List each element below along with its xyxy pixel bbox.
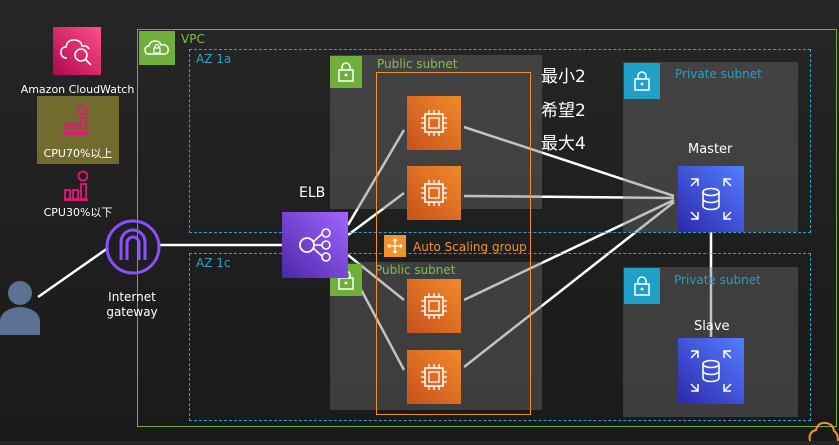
az-1a-label: AZ 1a <box>196 52 232 66</box>
vpc-cloud-lock-icon <box>139 31 175 65</box>
corner-logo-icon <box>806 418 839 442</box>
ec2-3-master-line <box>463 198 675 302</box>
az-1c-label: AZ 1c <box>196 256 231 270</box>
ec2-instance-icon <box>407 279 461 333</box>
public-subnet-1-label: Public subnet <box>377 57 458 71</box>
internet-gateway-icon <box>104 218 162 276</box>
private-subnet-lock-icon <box>624 63 660 99</box>
ec2-instance-icon <box>407 350 461 404</box>
rds-database-icon <box>678 166 744 232</box>
ec2-instance-icon <box>407 96 461 150</box>
user-igw-line <box>37 246 109 299</box>
elb-icon <box>282 212 348 278</box>
capacity-max: 最大4 <box>541 134 586 154</box>
auto-scaling-group-label: Auto Scaling group <box>413 240 527 254</box>
public-subnet-2-label: Public subnet <box>375 263 456 277</box>
public-subnet-lock-icon <box>330 56 362 88</box>
alarm-low-label: CPU30%以下 <box>43 206 113 219</box>
igw-label-line1: Internet <box>108 290 156 304</box>
cloudwatch-label: Amazon CloudWatch <box>20 83 135 96</box>
auto-scaling-icon <box>384 235 406 257</box>
cloudwatch-icon <box>53 27 101 75</box>
ec2-instance-icon <box>407 166 461 220</box>
alarm-high-label: CPU70%以上 <box>43 147 113 160</box>
vpc-label: VPC <box>181 32 205 46</box>
az-1c-box <box>189 253 811 421</box>
ec2-2-master-line <box>463 194 675 200</box>
master-label: Master <box>688 142 733 157</box>
rds-database-icon <box>678 338 744 404</box>
auto-scaling-group-box <box>376 72 531 415</box>
bar-chart-alarm-icon <box>62 104 90 136</box>
bar-chart-alarm-icon <box>62 170 90 202</box>
private-subnet-1-label: Private subnet <box>675 67 762 81</box>
internet-gateway-label: Internet gateway <box>96 290 168 320</box>
ec2-4-master-line <box>463 201 675 368</box>
private-subnet-lock-icon <box>624 268 660 304</box>
user-icon <box>0 277 44 335</box>
capacity-min: 最小2 <box>541 67 586 87</box>
igw-label-line2: gateway <box>106 305 158 319</box>
slave-label: Slave <box>694 319 730 334</box>
vpc-box <box>137 29 837 427</box>
private-subnet-2-label: Private subnet <box>674 273 761 287</box>
ec2-1-master-line <box>463 125 675 198</box>
elb-label: ELB <box>299 185 326 201</box>
az-1a-box <box>189 49 811 233</box>
capacity-desired: 希望2 <box>541 101 586 121</box>
